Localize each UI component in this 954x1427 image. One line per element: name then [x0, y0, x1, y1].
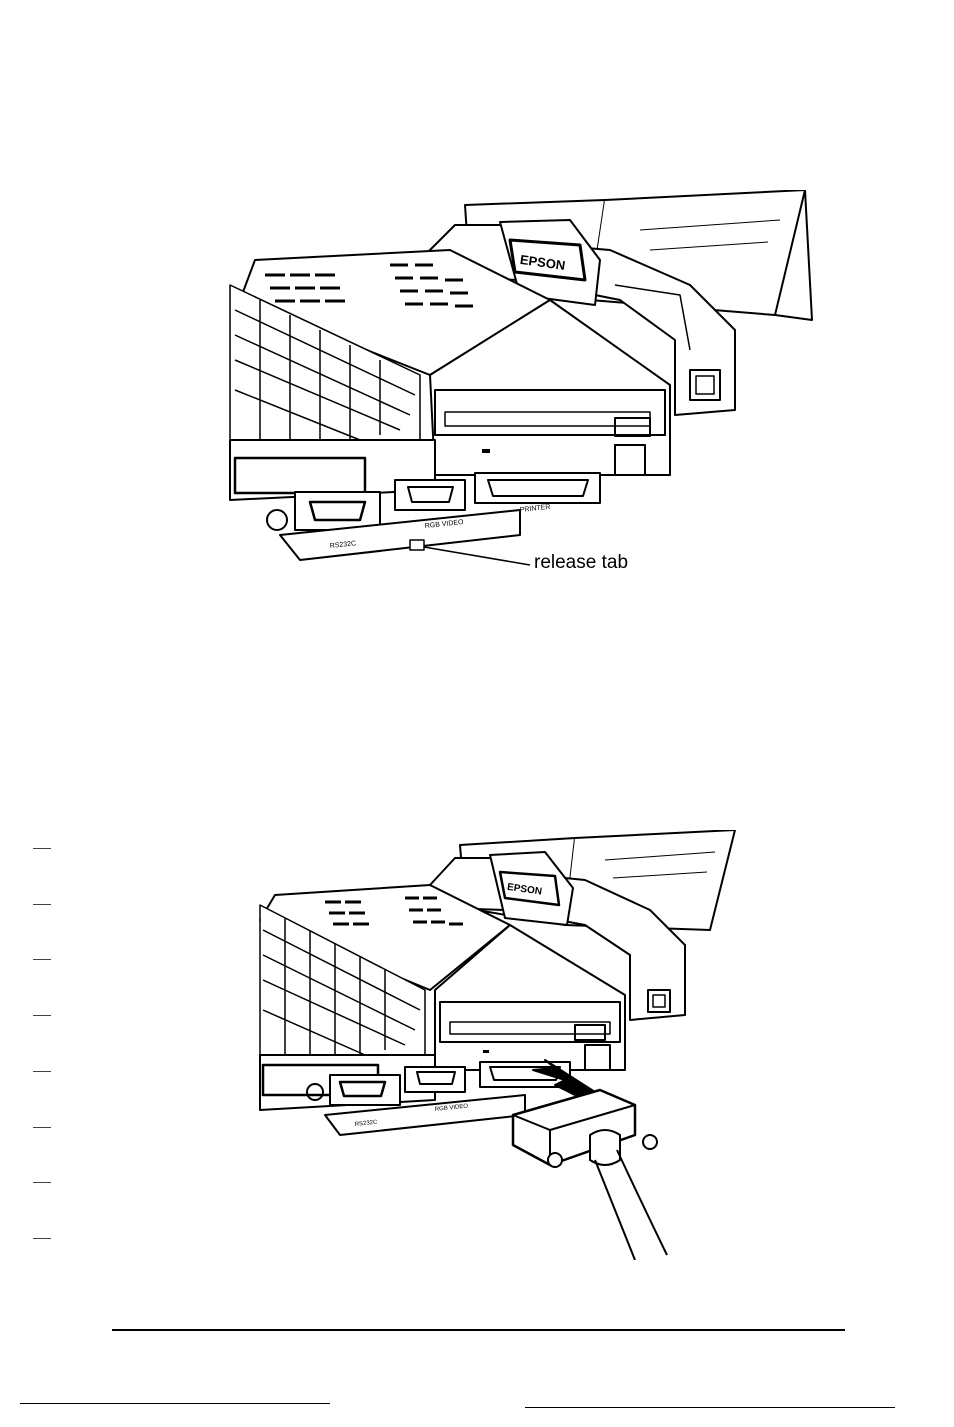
laptop-rear-illustration-top: EPSON	[229, 190, 813, 566]
rear-ports: RS232C RGB VIDEO PRINTER	[279, 472, 601, 561]
release-tab-callout: release tab	[534, 552, 629, 573]
footer-rule-right	[525, 1407, 895, 1408]
port-label-rs232c: RS232C	[355, 1120, 379, 1128]
epson-badge: EPSON	[489, 851, 574, 926]
margin-tick	[33, 1015, 51, 1016]
port-label-rs232c: RS232C	[329, 540, 356, 550]
margin-tick	[33, 848, 51, 849]
port-label-rgb-video: RGB VIDEO	[435, 1104, 469, 1113]
laptop-printer-cable-illustration-bottom: EPSON RS232C	[259, 830, 736, 1260]
footer-rule-left	[20, 1403, 330, 1404]
insertion-arrow	[532, 1059, 596, 1101]
margin-tick	[33, 904, 51, 905]
epson-badge-text: EPSON	[519, 252, 566, 273]
epson-badge: EPSON	[499, 219, 601, 306]
margin-tick	[33, 1238, 51, 1239]
floppy-drive-bay	[434, 924, 626, 1071]
footer-rule-full	[112, 1329, 845, 1331]
release-tab	[409, 539, 531, 566]
rear-ports: RS232C RGB VIDEO	[324, 1061, 571, 1136]
epson-badge-text: EPSON	[506, 882, 542, 898]
printer-cable-connector	[511, 1088, 668, 1260]
port-label-printer: PRINTER	[519, 504, 550, 514]
margin-tick	[33, 959, 51, 960]
margin-tick	[33, 1182, 51, 1183]
margin-tick	[33, 1071, 51, 1072]
port-label-rgb-video: RGB VIDEO	[424, 519, 464, 530]
floppy-drive-bay	[429, 299, 671, 476]
margin-tick	[33, 1127, 51, 1128]
